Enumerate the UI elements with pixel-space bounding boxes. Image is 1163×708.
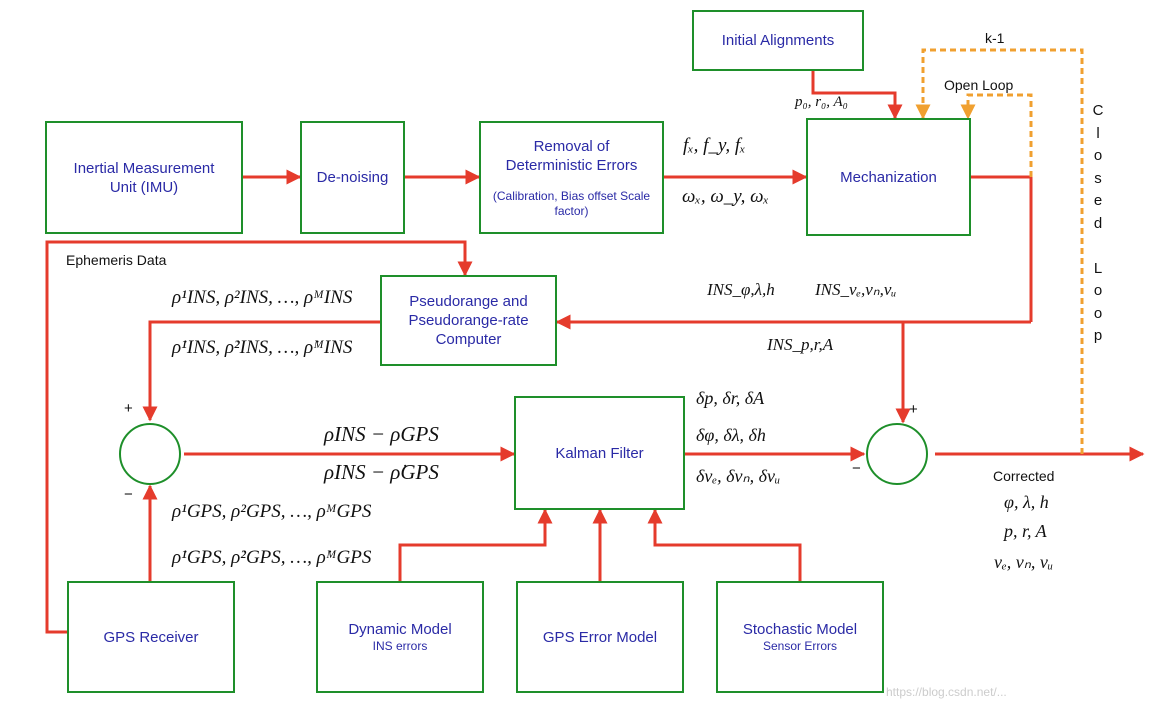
watermark-text: https://blog.csdn.net/... xyxy=(886,685,1007,699)
loop-closed xyxy=(915,48,1084,454)
corrected-velocity-math: vₑ, vₙ, vᵤ xyxy=(994,552,1054,572)
closed-loop-letter: o xyxy=(1093,282,1103,299)
kf-velocity-math: δvₑ, δvₙ, δvᵤ xyxy=(696,466,781,486)
mechanization-box: Mechanization xyxy=(806,118,971,236)
closed-loop-letter: L xyxy=(1093,259,1103,277)
specific-force-math: fₓ, f_y, fₓ xyxy=(683,135,746,156)
corrected-label: Corrected xyxy=(993,468,1055,484)
imu-label: Inertial Measurement Unit (IMU) xyxy=(73,159,215,196)
ins-position-math: INS_φ,λ,h xyxy=(707,280,775,299)
right-summing-junction xyxy=(866,423,928,485)
ins-attitude-math: INS_p,r,A xyxy=(767,335,834,354)
k-minus-1-label: k-1 xyxy=(985,30,1005,46)
gps-error-model-box: GPS Error Model xyxy=(516,581,684,693)
ins-velocity-math: INS_vₑ,vₙ,vᵤ xyxy=(815,280,897,299)
loop-open xyxy=(960,93,1033,177)
kalman-filter-label: Kalman Filter xyxy=(555,444,644,462)
kalman-filter-box: Kalman Filter xyxy=(514,396,685,510)
closed-loop-letter: s xyxy=(1094,169,1102,187)
gps-receiver-box: GPS Receiver xyxy=(67,581,235,693)
stochastic-model-sublabel: Sensor Errors xyxy=(762,639,838,653)
removal-box: Removal of Deterministic Errors (Calibra… xyxy=(479,121,664,234)
denoising-box: De-noising xyxy=(300,121,405,234)
closed-loop-letter: o xyxy=(1093,304,1103,322)
angular-rate-math: ωₓ, ω_y, ωₓ xyxy=(682,186,769,207)
dynamic-model-sublabel: INS errors xyxy=(372,639,428,653)
closed-loop-letter: p xyxy=(1093,327,1103,344)
right-plus-sign: + xyxy=(909,401,918,418)
left-summing-junction xyxy=(119,423,181,485)
closed-loop-letter: d xyxy=(1093,214,1103,232)
arrow-pseudorange-summer xyxy=(142,320,380,422)
closed-loop-letter: e xyxy=(1093,192,1103,209)
line-mech-out xyxy=(971,175,1033,322)
dynamic-model-label: Dynamic Model xyxy=(348,621,452,638)
denoising-label: De-noising xyxy=(316,169,389,186)
init-params-math: p₀, r₀, A₀ xyxy=(795,94,848,110)
open-loop-label: Open Loop xyxy=(944,77,1014,93)
closed-loop-letter: l xyxy=(1096,124,1100,142)
rhodot-gps-math: ρ̇¹GPS, ρ̇²GPS, …, ρ̇ᴹGPS xyxy=(172,547,372,568)
closed-loop-letter: C xyxy=(1092,102,1104,119)
stochastic-model-box: Stochastic Model Sensor Errors xyxy=(716,581,884,693)
kf-attitude-math: δp, δr, δA xyxy=(696,388,765,408)
right-minus-sign: − xyxy=(852,460,861,477)
initial-alignments-box: Initial Alignments xyxy=(692,10,864,71)
kf-position-math: δφ, δλ, δh xyxy=(696,425,766,445)
corrected-attitude-math: p, r, A xyxy=(1004,521,1047,541)
gps-error-model-label: GPS Error Model xyxy=(542,628,658,646)
arrow-dynamic-kalman xyxy=(398,508,553,581)
closed-loop-letter: o xyxy=(1093,147,1103,164)
stochastic-model-label: Stochastic Model xyxy=(742,621,858,638)
mechanization-label: Mechanization xyxy=(840,168,937,186)
removal-sublabel: (Calibration, Bias offset Scale factor) xyxy=(492,188,651,218)
arrow-stochastic-kalman xyxy=(647,508,802,581)
pseudorange-label: Pseudorange and Pseudorange-rate Compute… xyxy=(408,293,529,348)
left-minus-sign: − xyxy=(124,486,133,503)
arrow-initial-mech xyxy=(811,71,903,120)
gps-receiver-label: GPS Receiver xyxy=(103,628,199,646)
left-plus-sign: + xyxy=(124,400,133,417)
rhodot-ins-math: ρ̇¹INS, ρ̇²INS, …, ρ̇ᴹINS xyxy=(172,337,353,358)
closed-loop-letter xyxy=(1096,235,1100,258)
rhodot-difference-math: ρ̇INS − ρ̇GPS xyxy=(324,460,439,484)
dynamic-model-box: Dynamic Model INS errors xyxy=(316,581,484,693)
corrected-position-math: φ, λ, h xyxy=(1004,492,1049,512)
rho-ins-math: ρ¹INS, ρ²INS, …, ρᴹINS xyxy=(172,287,353,308)
initial-alignments-label: Initial Alignments xyxy=(721,32,835,49)
rho-difference-math: ρINS − ρGPS xyxy=(324,422,439,446)
pseudorange-box: Pseudorange and Pseudorange-rate Compute… xyxy=(380,275,557,366)
imu-box: Inertial Measurement Unit (IMU) xyxy=(45,121,243,234)
ephemeris-data-label: Ephemeris Data xyxy=(66,252,167,268)
removal-label: Removal of Deterministic Errors xyxy=(505,137,638,174)
rho-gps-math: ρ¹GPS, ρ²GPS, …, ρᴹGPS xyxy=(172,501,372,522)
arrow-ephemeris xyxy=(45,240,473,634)
